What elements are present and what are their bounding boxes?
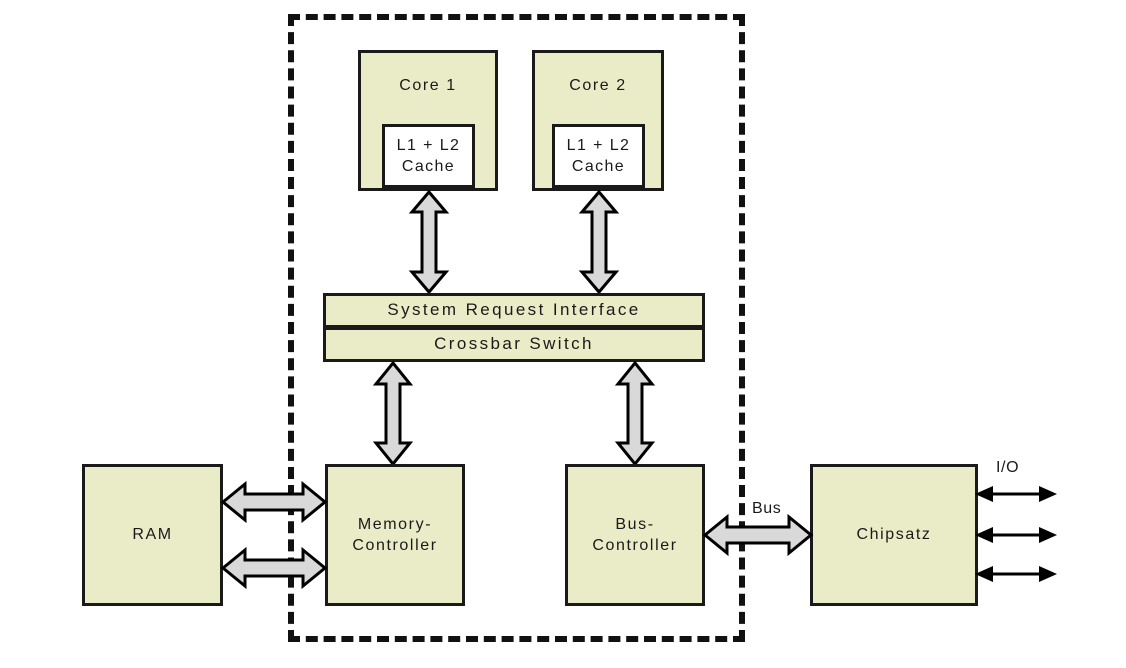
core-2-cache-label: L1 + L2 Cache xyxy=(566,136,631,175)
arrow-crossbar-to-memory-controller xyxy=(372,360,414,467)
arrow-bus-controller-to-chipset xyxy=(702,513,814,557)
system-request-interface-block[interactable]: System Request Interface xyxy=(323,293,705,328)
arrow-core2-to-sri xyxy=(578,189,620,295)
arrow-ram-to-memory-controller-upper xyxy=(220,480,328,524)
core-1-cache-block[interactable]: L1 + L2 Cache xyxy=(382,124,475,188)
system-request-interface-label: System Request Interface xyxy=(387,300,641,320)
cpu-die-boundary xyxy=(288,14,745,642)
arrow-chipset-io-1 xyxy=(975,486,1057,502)
core-2-cache-block[interactable]: L1 + L2 Cache xyxy=(552,124,645,188)
arrow-core1-to-sri xyxy=(408,189,450,295)
ram-label: RAM xyxy=(132,526,173,544)
crossbar-switch-label: Crossbar Switch xyxy=(434,334,594,354)
arrow-crossbar-to-bus-controller xyxy=(614,360,656,467)
io-label: I/O xyxy=(996,459,1020,476)
core-1-cache-label: L1 + L2 Cache xyxy=(396,136,461,175)
arrow-ram-to-memory-controller-lower xyxy=(220,546,328,590)
crossbar-switch-block[interactable]: Crossbar Switch xyxy=(323,327,705,362)
core-2-label: Core 2 xyxy=(569,77,627,94)
bus-controller-label: Bus- Controller xyxy=(592,515,678,554)
arrow-chipset-io-3 xyxy=(975,566,1057,582)
chipset-label: Chipsatz xyxy=(856,526,932,544)
arrow-chipset-io-2 xyxy=(975,527,1057,543)
bus-controller-block[interactable]: Bus- Controller xyxy=(565,464,705,606)
memory-controller-label: Memory- Controller xyxy=(352,515,438,554)
chipset-block[interactable]: Chipsatz xyxy=(810,464,978,606)
ram-block[interactable]: RAM xyxy=(82,464,223,606)
bus-label: Bus xyxy=(752,500,782,517)
memory-controller-block[interactable]: Memory- Controller xyxy=(325,464,465,606)
core-1-label: Core 1 xyxy=(399,77,457,94)
